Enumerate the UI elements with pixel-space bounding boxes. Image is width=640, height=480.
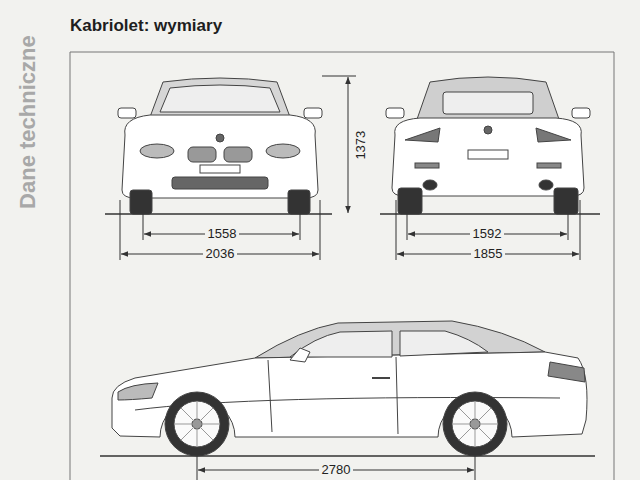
air-intake <box>172 177 268 189</box>
extension-line <box>120 200 121 260</box>
extension-line <box>396 200 397 260</box>
wheel <box>130 190 152 214</box>
glass <box>160 85 280 112</box>
page-title: Kabriolet: wymiary <box>70 17 222 36</box>
mirror <box>304 108 322 118</box>
extension-line <box>197 456 198 480</box>
headlight <box>266 144 300 158</box>
grille <box>188 147 216 162</box>
dimension-value: 1855 <box>471 247 506 261</box>
rear-window <box>443 92 533 114</box>
dimension-value: 2780 <box>319 463 354 477</box>
extension-line <box>580 200 581 260</box>
headlight <box>118 383 158 400</box>
mirror <box>118 108 136 118</box>
taillight <box>548 362 585 382</box>
body <box>392 118 584 196</box>
mirror <box>290 348 310 362</box>
wheel <box>554 188 578 214</box>
mirror <box>386 108 404 118</box>
section-tab: Dane techniczne <box>16 35 40 209</box>
side-view <box>100 321 595 456</box>
extension-line <box>300 214 301 240</box>
dimension-value: 1592 <box>470 227 505 241</box>
ground-line <box>105 213 332 215</box>
taillight <box>405 128 440 142</box>
door-handle <box>372 377 390 379</box>
taillight <box>536 128 571 142</box>
plate <box>200 165 240 173</box>
windshield <box>150 78 290 117</box>
extension-line <box>320 200 321 260</box>
frame-line <box>70 52 614 53</box>
ground-line <box>100 455 595 457</box>
logo <box>484 126 492 134</box>
extension-line <box>407 214 408 240</box>
wheel <box>288 190 310 214</box>
frame <box>70 52 614 480</box>
side-window <box>400 331 488 356</box>
logo <box>216 134 224 142</box>
extension-line <box>568 214 569 240</box>
door-line <box>396 357 398 434</box>
dimension-lines <box>120 76 580 480</box>
grille <box>224 147 252 162</box>
rear-view <box>380 77 600 214</box>
frame-line <box>614 52 615 480</box>
wheel <box>443 392 507 456</box>
dimension-line <box>348 77 349 213</box>
reflector <box>415 163 439 168</box>
plate <box>468 150 508 159</box>
wheel <box>398 188 422 214</box>
exhaust <box>539 180 553 190</box>
extension-line <box>143 214 144 240</box>
exhaust <box>423 180 437 190</box>
dimension-value: 1373 <box>354 128 368 163</box>
headlight <box>140 144 174 158</box>
frame-line <box>70 52 71 480</box>
extension-line <box>475 456 476 480</box>
dimension-value: 1558 <box>205 227 240 241</box>
mirror <box>572 108 590 118</box>
wheel <box>165 392 229 456</box>
front-view <box>105 78 332 214</box>
ground-line <box>380 213 600 215</box>
dimension-value: 2036 <box>203 247 238 261</box>
reflector <box>537 163 561 168</box>
door-line <box>268 360 272 432</box>
extension-line <box>322 76 356 77</box>
body <box>122 115 318 198</box>
